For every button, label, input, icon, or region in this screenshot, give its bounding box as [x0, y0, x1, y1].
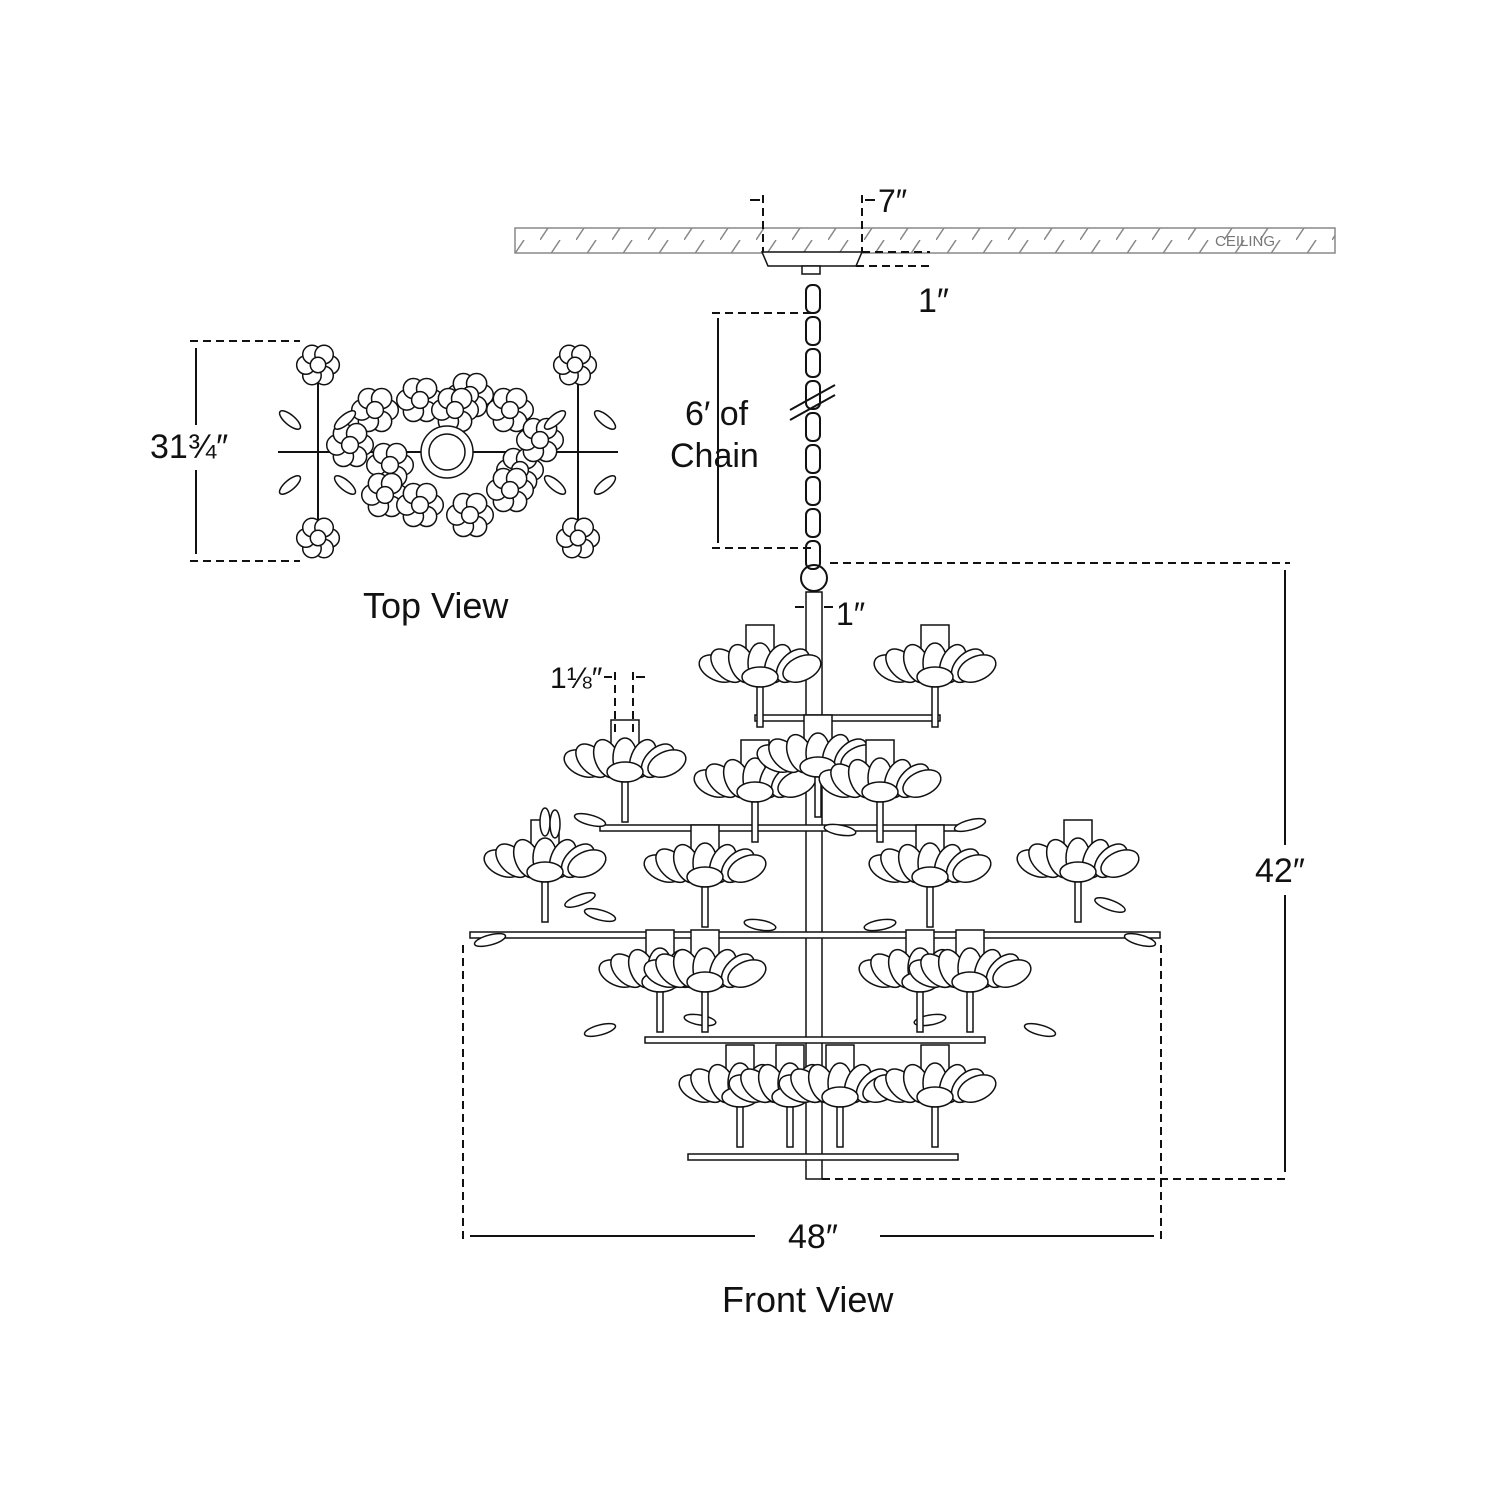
front-view-arms [469, 624, 1161, 1161]
top-view-leaf [278, 410, 302, 430]
ceiling: CEILING [514, 227, 1336, 254]
top-view-flower [350, 387, 400, 433]
rod-diameter-label: 1″ [836, 596, 865, 632]
chain-length-label-line1: 6′ of [685, 395, 749, 433]
canopy: 7″ 1″ [750, 183, 949, 320]
top-view-flower [295, 517, 341, 559]
top-view-leaf [333, 410, 357, 430]
canopy-height-label: 1″ [918, 282, 949, 320]
canopy-width-label: 7″ [878, 183, 907, 219]
top-view-leaf [593, 475, 617, 495]
leaf [564, 892, 596, 908]
chain [805, 284, 821, 570]
chain-link [805, 284, 821, 314]
flower-light [1016, 819, 1140, 923]
top-view-leaf [593, 410, 617, 430]
front-view-title: Front View [722, 1279, 894, 1320]
top-view-flower [430, 387, 480, 433]
top-view-flower [325, 422, 375, 468]
flower-light [873, 1044, 997, 1148]
leaf [823, 823, 857, 837]
overall-height-label: 42″ [1255, 852, 1305, 890]
leaf [1094, 897, 1126, 913]
socket-width-dimension: 1⅛″ [550, 662, 645, 735]
top-view: 31¾″ Top View [140, 340, 618, 626]
arm [687, 1153, 959, 1161]
flower-light [818, 739, 942, 843]
flower-light [643, 824, 767, 928]
top-view-flower [515, 417, 565, 463]
overall-width-label: 48″ [788, 1218, 838, 1256]
chain-link [805, 380, 821, 410]
leaf [1023, 1022, 1057, 1038]
top-view-flower [485, 467, 535, 513]
chain-dimension: 6′ of Chain [670, 312, 836, 549]
top-view-flower [295, 344, 341, 386]
overall-width-dimension: 48″ Front View [462, 945, 1162, 1320]
top-view-flower [552, 344, 598, 386]
flower-light [563, 719, 687, 823]
chain-link [805, 316, 821, 346]
chain-link [805, 348, 821, 378]
chain-link [805, 540, 821, 570]
top-view-title: Top View [363, 585, 509, 626]
top-view-flower [485, 387, 535, 433]
leaf [583, 907, 617, 923]
top-view-flower [395, 482, 445, 528]
chain-link [805, 412, 821, 442]
flower-light [908, 929, 1032, 1033]
top-view-leaf [333, 475, 357, 495]
top-view-center-hub-inner [428, 433, 466, 471]
leaf [473, 932, 507, 948]
leaf [953, 817, 987, 833]
chain-link [805, 508, 821, 538]
top-view-leaf [543, 475, 567, 495]
flower-light [873, 624, 997, 728]
arm [754, 714, 941, 722]
chain-link [805, 444, 821, 474]
arm [644, 1036, 986, 1044]
socket-width-label: 1⅛″ [550, 662, 603, 695]
flower-light [643, 929, 767, 1033]
top-view-leaf [543, 410, 567, 430]
top-view-depth-label: 31¾″ [150, 428, 228, 466]
leaf [743, 918, 777, 932]
ceiling-label: CEILING [1215, 233, 1275, 250]
overall-height-dimension: 42″ [822, 562, 1320, 1180]
leaf [683, 1013, 717, 1027]
chain-link [805, 476, 821, 506]
leaf [583, 1022, 617, 1038]
top-view-leaf [278, 475, 302, 495]
arm [599, 824, 961, 832]
candle-bulb [539, 807, 551, 837]
flower-light [483, 819, 607, 923]
leaf [1123, 932, 1157, 948]
flower-light [868, 824, 992, 928]
chain-length-label-line2: Chain [670, 437, 759, 475]
leaf [573, 812, 607, 828]
flower-light [698, 624, 822, 728]
top-view-flower [555, 517, 601, 559]
top-view-flower [445, 492, 495, 538]
arm [469, 931, 1161, 939]
leaf [863, 918, 897, 932]
candle-bulb [549, 809, 561, 839]
